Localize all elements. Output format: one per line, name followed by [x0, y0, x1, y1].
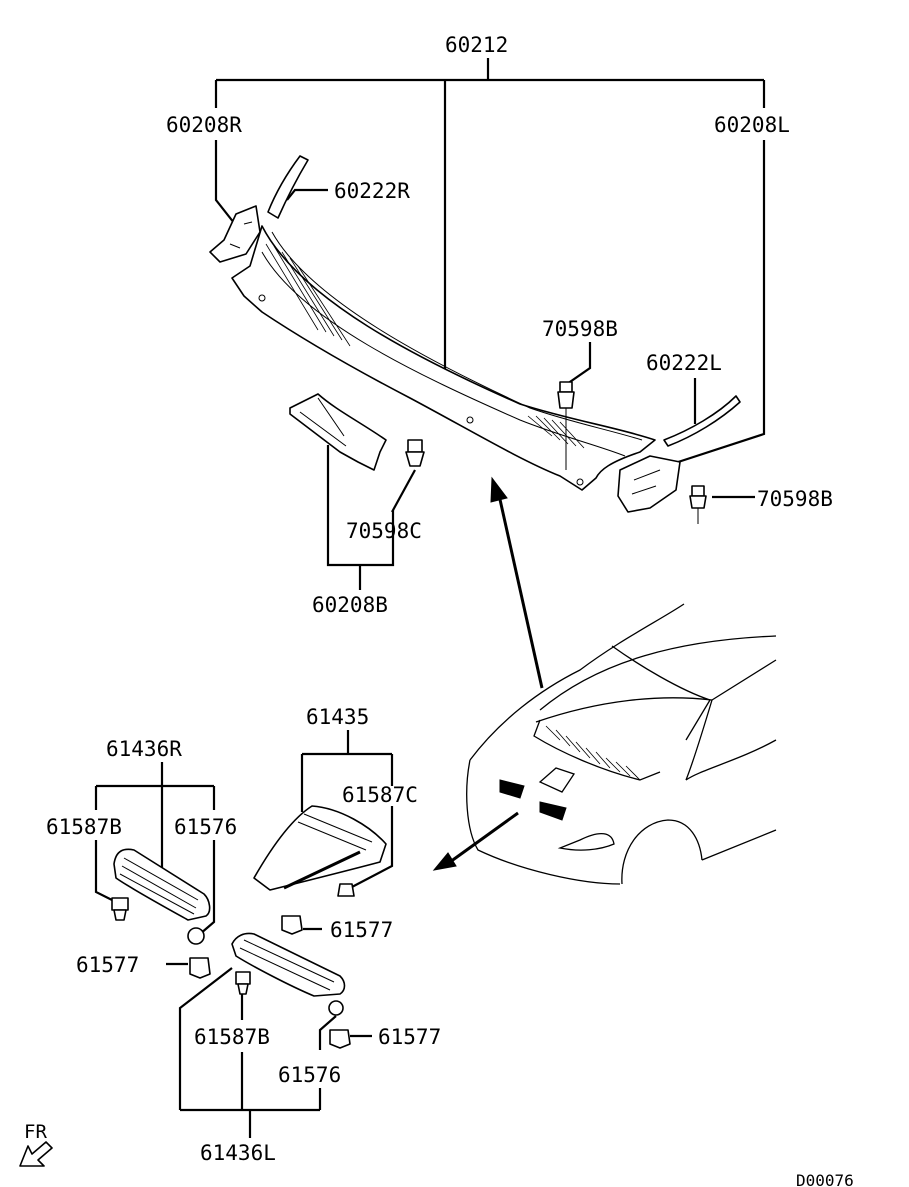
label-60208R: 60208R	[166, 113, 242, 137]
grille-61436R	[111, 848, 211, 945]
labels: 60212 60208R 60208L 60222R 70598B 60222L…	[46, 33, 833, 1165]
label-61577-left: 61577	[76, 953, 139, 977]
fr-label: FR	[24, 1121, 47, 1143]
label-61576-left: 61576	[174, 815, 237, 839]
car-outline	[466, 603, 777, 885]
hood-scoop-61435	[253, 805, 387, 897]
bracket-60208B	[289, 393, 387, 471]
label-61435: 61435	[306, 705, 369, 729]
label-61576-bottom: 61576	[278, 1063, 341, 1087]
side-bracket-left-60208L	[617, 455, 681, 513]
nuts-61577	[189, 915, 351, 1049]
label-61577-right: 61577	[378, 1025, 441, 1049]
grille-61436L	[231, 932, 346, 1016]
side-bracket-right-60208R	[209, 205, 261, 263]
cowl-top-panel	[231, 225, 656, 491]
label-61436L: 61436L	[200, 1141, 276, 1165]
label-60208L: 60208L	[714, 113, 790, 137]
label-60222R: 60222R	[334, 179, 410, 203]
label-61577-mid: 61577	[330, 918, 393, 942]
front-direction-indicator: FR	[19, 1121, 53, 1167]
diagram-code: D00076	[796, 1171, 854, 1187]
seal-left-60222L	[663, 395, 741, 447]
label-70598B-top: 70598B	[542, 317, 618, 341]
label-60212: 60212	[445, 33, 508, 57]
label-60222L: 60222L	[646, 351, 722, 375]
label-61587B-left: 61587B	[46, 815, 122, 839]
label-70598B-right: 70598B	[757, 487, 833, 511]
label-70598C: 70598C	[346, 519, 422, 543]
label-61587B-bottom: 61587B	[194, 1025, 270, 1049]
label-61587C: 61587C	[342, 783, 418, 807]
seal-right-60222R	[267, 155, 309, 219]
label-61436R: 61436R	[106, 737, 182, 761]
clips-70598	[405, 381, 707, 524]
label-60208B: 60208B	[312, 593, 388, 617]
front-arrow-icon	[19, 1141, 53, 1167]
